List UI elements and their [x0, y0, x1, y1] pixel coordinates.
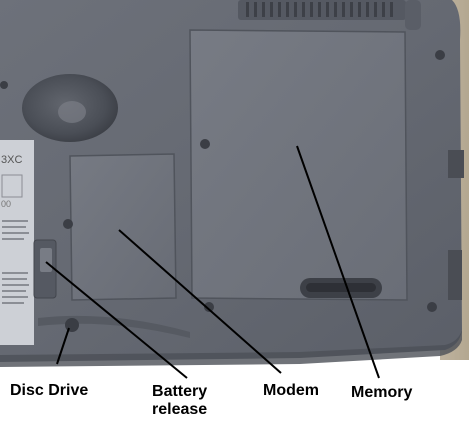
modem-label: Modem — [263, 382, 319, 399]
modem-pointer — [118, 229, 282, 374]
memory-pointer — [296, 145, 380, 379]
case-screw — [427, 302, 437, 312]
battery-release-pointer — [45, 261, 188, 379]
battery-release-label-line2: release — [152, 401, 208, 418]
label-sticker — [0, 140, 34, 345]
memory-label: Memory — [351, 384, 413, 401]
case-screw — [435, 50, 445, 60]
sticker-code: 00 — [1, 199, 11, 209]
modem-cover — [69, 153, 177, 301]
battery-release-label: Battery release — [152, 383, 207, 419]
case-screw — [0, 81, 8, 89]
modem-screw — [63, 219, 73, 229]
memory-screw — [200, 139, 210, 149]
annotation-lines — [45, 145, 380, 379]
disc-drive-pointer — [56, 327, 70, 365]
disc-drive-label: Disc Drive — [10, 382, 89, 399]
disc-drive-screw — [65, 318, 79, 332]
sticker-model: 3XC — [1, 154, 22, 166]
battery-release-label-line1: Battery — [152, 383, 208, 400]
memory-cover — [189, 29, 408, 301]
case-screw — [204, 302, 214, 312]
